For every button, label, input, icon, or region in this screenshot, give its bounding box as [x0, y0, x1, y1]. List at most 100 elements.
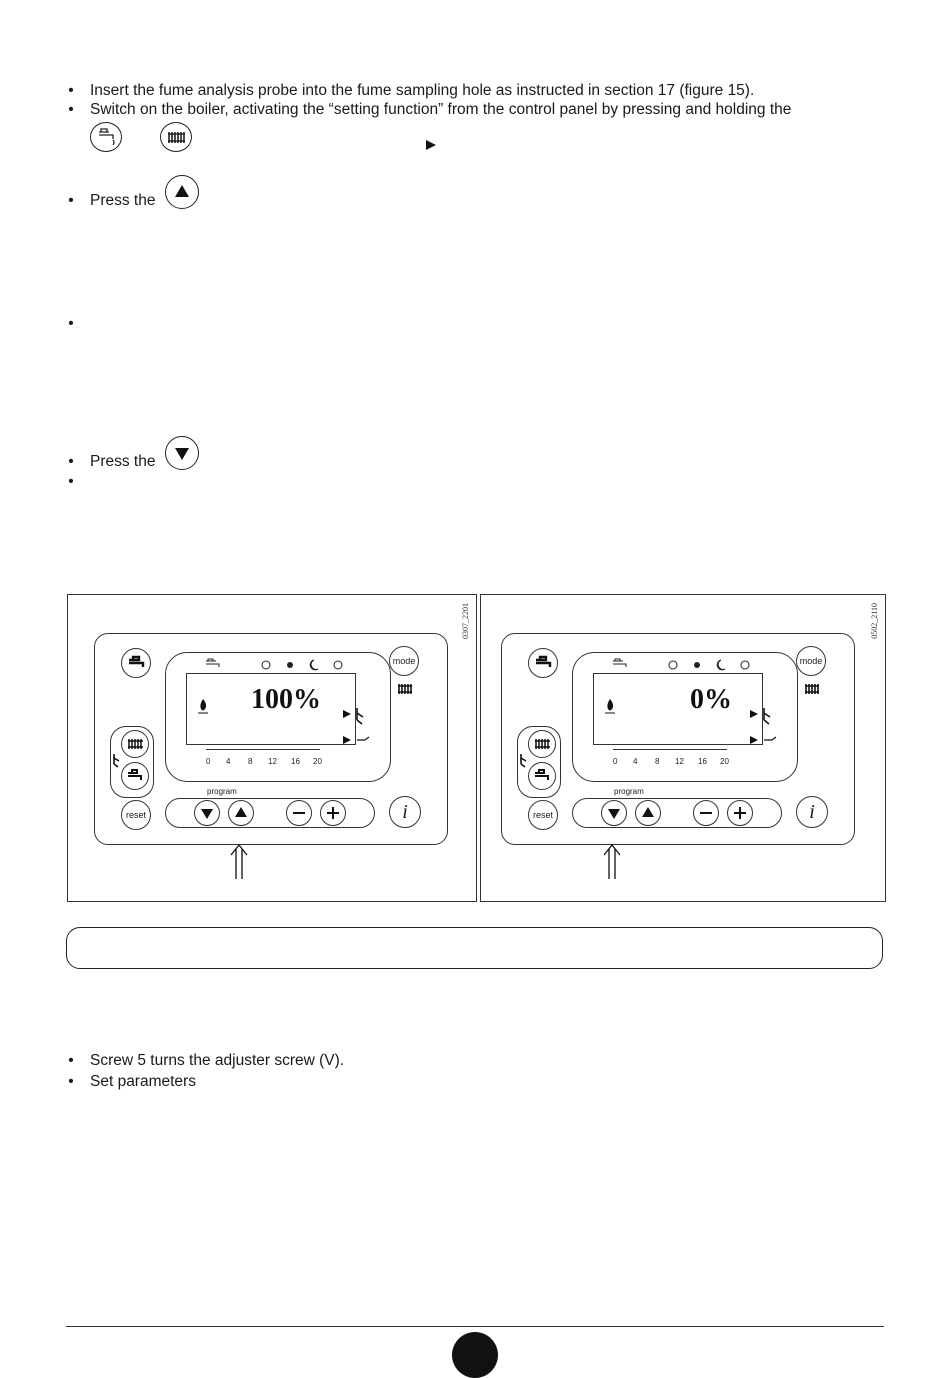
tick-label: 4: [633, 757, 638, 766]
double-arrow-up-icon: [601, 843, 623, 886]
instruction-text: Switch on the boiler, activating the “se…: [90, 101, 792, 118]
tick-label: 12: [268, 757, 277, 766]
page-number-badge: [452, 1332, 498, 1378]
display-housing: 100% 0 4 8 12 16 20: [165, 652, 391, 782]
program-down-button[interactable]: [601, 800, 627, 826]
tick-label: 16: [698, 757, 707, 766]
program-label: program: [614, 787, 644, 796]
bullet-dot: •: [68, 473, 74, 490]
comfort-person-icon: [517, 752, 531, 773]
lcd-screen: 100%: [186, 673, 356, 745]
bullet-dot: •: [68, 453, 74, 470]
radiator-icon: [128, 739, 143, 749]
bullet-dot: •: [68, 82, 74, 99]
arrow-right-icon: [425, 138, 437, 156]
plus-button[interactable]: [320, 800, 346, 826]
tick-label: 0: [206, 757, 211, 766]
mode-selector-group: [517, 726, 561, 798]
minus-icon: [700, 812, 712, 814]
tick-label: 8: [248, 757, 253, 766]
plus-icon: [327, 807, 339, 819]
program-timeline: [613, 749, 727, 756]
tap-icon: [536, 655, 552, 667]
tick-label: 0: [613, 757, 618, 766]
program-up-button[interactable]: [635, 800, 661, 826]
double-arrow-up-icon: [228, 843, 250, 886]
figure-panel-min: 0502_2110 reset: [480, 594, 886, 902]
indicator-heating-arrow: [748, 706, 782, 751]
radiator-icon: [535, 739, 550, 749]
dhw-button[interactable]: [121, 762, 149, 790]
down-arrow-icon: [201, 809, 213, 819]
instruction-text: Press the: [90, 453, 156, 470]
radiator-icon: [804, 682, 820, 700]
tick-label: 8: [655, 757, 660, 766]
up-arrow-icon: [235, 807, 247, 817]
power-percentage: 0%: [690, 684, 732, 715]
info-button[interactable]: i: [389, 796, 421, 828]
heating-button[interactable]: [121, 730, 149, 758]
figure-panel-max: 0307_2201 reset: [67, 594, 477, 902]
minus-icon: [293, 812, 305, 814]
dhw-button[interactable]: [528, 762, 556, 790]
bullet-dot: •: [68, 101, 74, 118]
reset-label: reset: [125, 810, 146, 820]
mode-button[interactable]: mode: [796, 646, 826, 676]
control-panel: reset 0% 0 4 8: [501, 633, 855, 845]
reset-label: reset: [532, 810, 553, 820]
display-top-icons: [204, 657, 364, 671]
tick-label: 20: [720, 757, 729, 766]
tap-water-button-icon: [90, 122, 122, 152]
program-label: program: [207, 787, 237, 796]
minus-button[interactable]: [286, 800, 312, 826]
reset-button[interactable]: reset: [121, 800, 151, 830]
bullet-dot: •: [68, 1073, 74, 1090]
down-arrow-icon: [608, 809, 620, 819]
figure-code: 0502_2110: [870, 603, 879, 639]
display-top-icons: [611, 657, 771, 671]
down-arrow-button-icon: [165, 436, 199, 470]
tick-label: 20: [313, 757, 322, 766]
tick-label: 4: [226, 757, 231, 766]
step-text: Set parameters: [90, 1073, 196, 1090]
comfort-person-icon: [110, 752, 124, 773]
up-arrow-icon: [642, 807, 654, 817]
tick-label: 16: [291, 757, 300, 766]
control-panel: reset 100% 0 4: [94, 633, 448, 845]
program-timeline: [206, 749, 320, 756]
instruction-text: Insert the fume analysis probe into the …: [90, 82, 755, 99]
radiator-icon: [397, 682, 413, 700]
mode-button[interactable]: mode: [389, 646, 419, 676]
tap-icon: [128, 769, 142, 780]
info-label: i: [809, 801, 815, 823]
tick-label: 12: [675, 757, 684, 766]
tap-button[interactable]: [121, 648, 151, 678]
instruction-text: Press the: [90, 192, 156, 209]
plus-button[interactable]: [727, 800, 753, 826]
radiator-button-icon: [160, 122, 192, 152]
flame-icon: [197, 698, 209, 719]
lcd-screen: 0%: [593, 673, 763, 745]
program-down-button[interactable]: [194, 800, 220, 826]
mode-label: mode: [799, 656, 823, 666]
tap-button[interactable]: [528, 648, 558, 678]
heating-button[interactable]: [528, 730, 556, 758]
program-up-button[interactable]: [228, 800, 254, 826]
reset-button[interactable]: reset: [528, 800, 558, 830]
figure-code: 0307_2201: [461, 603, 470, 639]
note-box: [66, 927, 883, 969]
step-text: Screw 5 turns the adjuster screw (V).: [90, 1052, 345, 1069]
minus-button[interactable]: [693, 800, 719, 826]
program-button-bar: [572, 798, 782, 828]
bullet-dot: •: [68, 1052, 74, 1069]
power-percentage: 100%: [251, 684, 321, 715]
up-arrow-button-icon: [165, 175, 199, 209]
mode-selector-group: [110, 726, 154, 798]
bullet-dot: •: [68, 315, 74, 332]
indicator-heating-arrow: [341, 706, 375, 751]
info-label: i: [402, 801, 408, 823]
tap-icon: [535, 769, 549, 780]
display-housing: 0% 0 4 8 12 16 20: [572, 652, 798, 782]
info-button[interactable]: i: [796, 796, 828, 828]
flame-icon: [604, 698, 616, 719]
